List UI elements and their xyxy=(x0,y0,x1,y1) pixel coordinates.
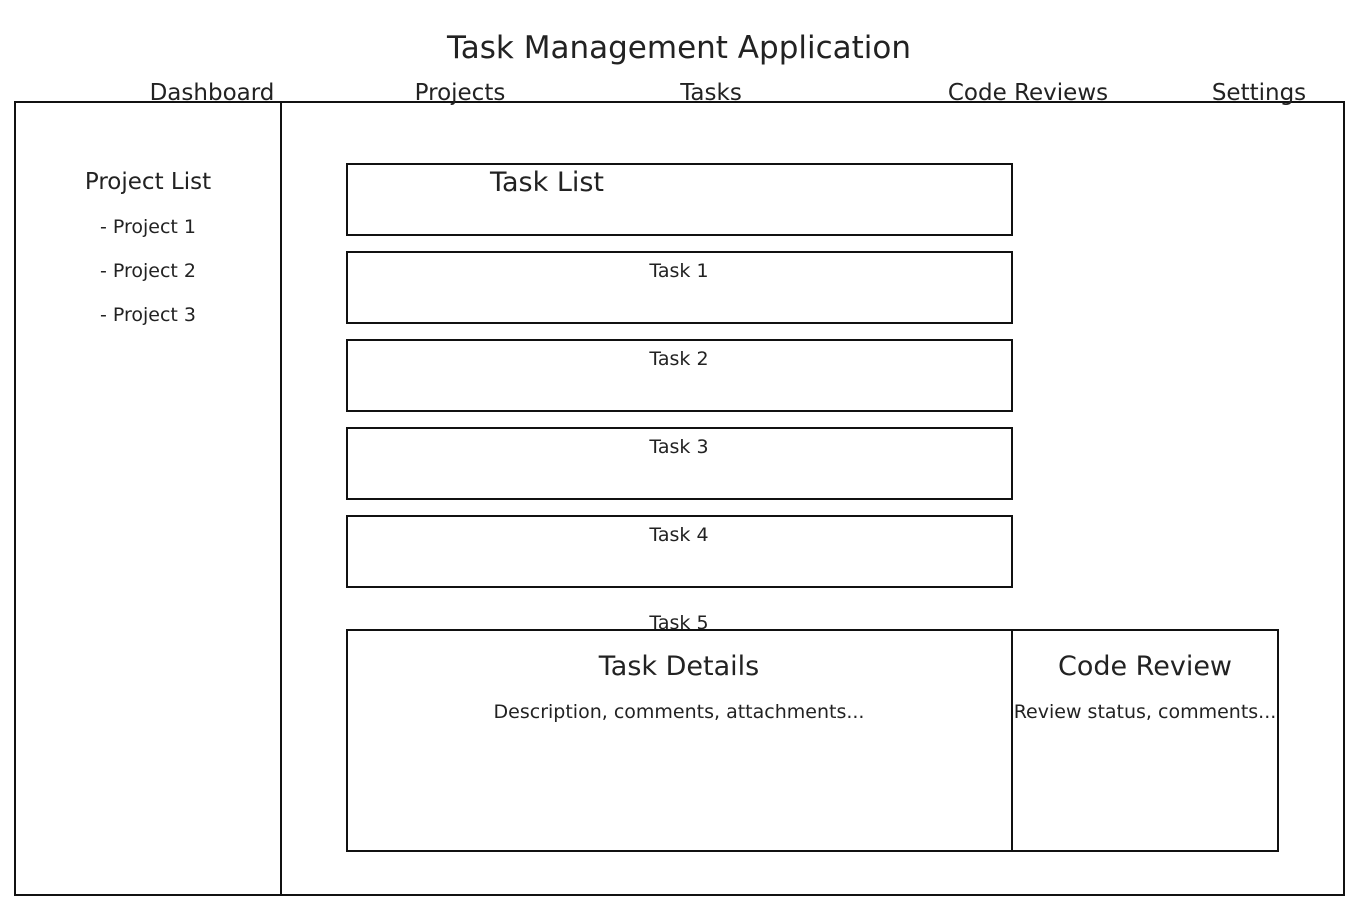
task-item-3[interactable] xyxy=(346,427,1013,500)
nav-settings[interactable]: Settings xyxy=(1211,80,1307,106)
task-label-4: Task 4 xyxy=(649,524,709,546)
code-review-panel xyxy=(1011,629,1279,852)
sidebar-item-project-2[interactable]: - Project 2 xyxy=(99,260,197,282)
sidebar-title: Project List xyxy=(84,169,212,195)
task-details-title: Task Details xyxy=(598,651,760,682)
nav-projects[interactable]: Projects xyxy=(414,80,506,106)
page-title: Task Management Application xyxy=(446,30,912,66)
nav-code-reviews[interactable]: Code Reviews xyxy=(947,80,1109,106)
code-review-title: Code Review xyxy=(1057,651,1233,682)
task-list-header xyxy=(346,163,1013,236)
task-details-body: Description, comments, attachments... xyxy=(493,701,865,723)
sidebar-item-project-1[interactable]: - Project 1 xyxy=(99,216,197,238)
task-item-4[interactable] xyxy=(346,515,1013,588)
nav-dashboard[interactable]: Dashboard xyxy=(149,80,275,106)
nav-tasks[interactable]: Tasks xyxy=(680,80,742,106)
sidebar-item-project-3[interactable]: - Project 3 xyxy=(99,304,197,326)
code-review-body: Review status, comments... xyxy=(1013,701,1277,723)
task-item-1[interactable] xyxy=(346,251,1013,324)
task-label-3: Task 3 xyxy=(649,436,709,458)
main-panel xyxy=(280,101,1345,896)
task-label-5[interactable]: Task 5 xyxy=(649,612,709,634)
task-label-1: Task 1 xyxy=(649,260,709,282)
task-list-title: Task List xyxy=(489,167,605,198)
task-label-2: Task 2 xyxy=(649,348,709,370)
task-item-2[interactable] xyxy=(346,339,1013,412)
